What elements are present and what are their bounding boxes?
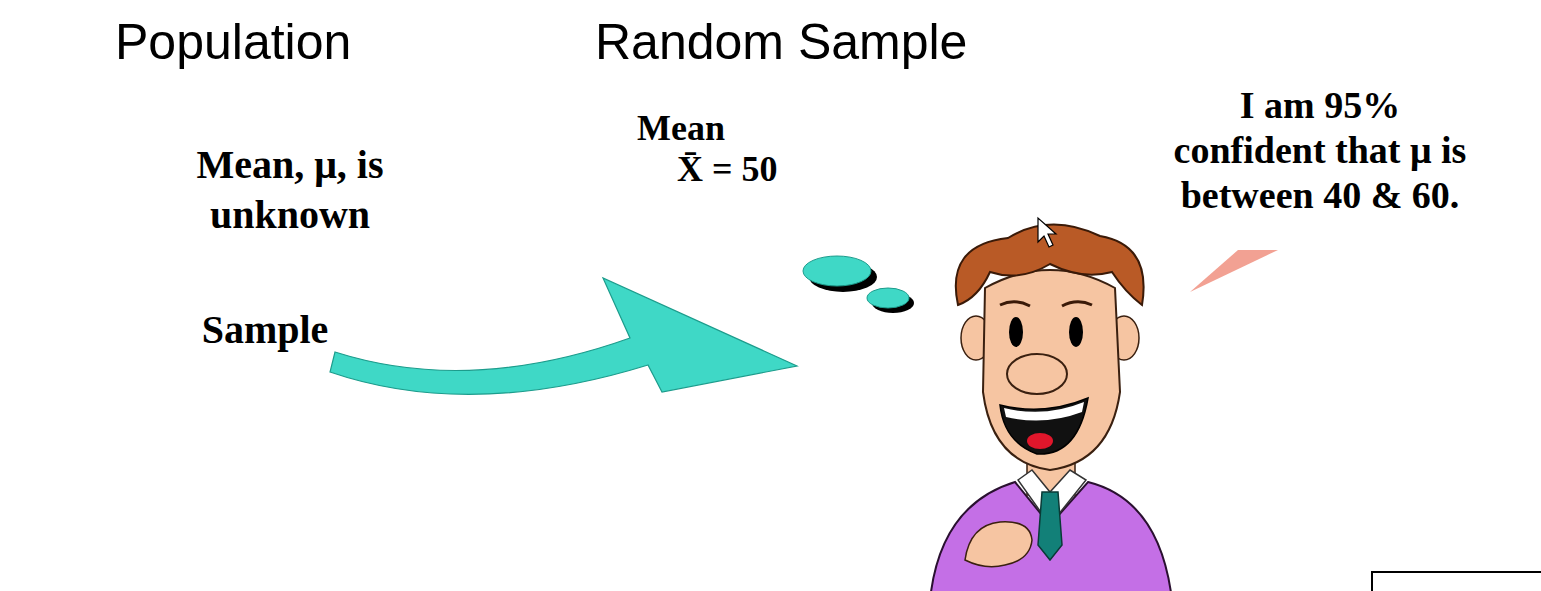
necktie [1038, 492, 1062, 560]
region-shadow [24, 79, 582, 566]
text-block: MeanX̄ = 50 [592, 108, 882, 191]
hand [965, 522, 1032, 567]
sample-mean-ellipse: MeanX̄ = 50 [592, 83, 998, 215]
section-label: Population [97, 12, 485, 72]
eyebrow [1000, 302, 1030, 306]
population-region: Mean, μ, is unknownSample [0, 60, 600, 580]
section-label: Random Sample [580, 12, 1049, 72]
mouth [1000, 398, 1088, 454]
text-block: Sample [165, 306, 365, 354]
label-text: Random Sample [595, 15, 1025, 70]
text-block: Mean, μ, is unknown [130, 140, 450, 240]
callout-text: I am 95% confident that μ is between 40 … [1170, 83, 1470, 218]
eye [1069, 317, 1083, 347]
jacket [930, 482, 1172, 591]
speech-callout: I am 95% confident that μ is between 40 … [1110, 42, 1530, 258]
section-label-fill [580, 12, 1049, 72]
face [983, 270, 1120, 470]
speech-callout-fill [1110, 42, 1530, 258]
section-label-fill [97, 12, 485, 72]
sample-ellipse-fill [126, 266, 404, 394]
ellipse-shadow [600, 91, 1006, 223]
tongue [1027, 433, 1053, 449]
thought-bubbles [803, 256, 914, 313]
ellipse-text: Mean [637, 108, 882, 149]
corner-button [1372, 572, 1541, 591]
sample-ellipse: Sample [125, 265, 405, 395]
population-region-fill [14, 69, 572, 556]
speech-tail [1190, 250, 1278, 292]
sample-arrow [330, 278, 797, 394]
text-block: Population [115, 15, 461, 70]
thought-bubble [803, 256, 871, 286]
nose [1007, 354, 1067, 394]
sample-mean-ellipse-shape [592, 83, 998, 215]
cartoon-man [930, 224, 1172, 591]
teeth [1004, 402, 1084, 421]
label-text: Population [115, 15, 461, 70]
text-block: Random Sample [595, 15, 1025, 70]
ellipse-text: X̄ = 50 [677, 149, 882, 190]
eyebrow [1062, 302, 1092, 306]
thought-bubble [867, 288, 909, 308]
ellipse-text: Sample [165, 306, 365, 354]
mouse-cursor [1038, 218, 1056, 247]
eye [1009, 317, 1023, 347]
region-text: Mean, μ, is unknown [130, 140, 450, 240]
text-block: I am 95% confident that μ is between 40 … [1170, 83, 1470, 218]
sample-mean-ellipse-fill [593, 84, 997, 214]
